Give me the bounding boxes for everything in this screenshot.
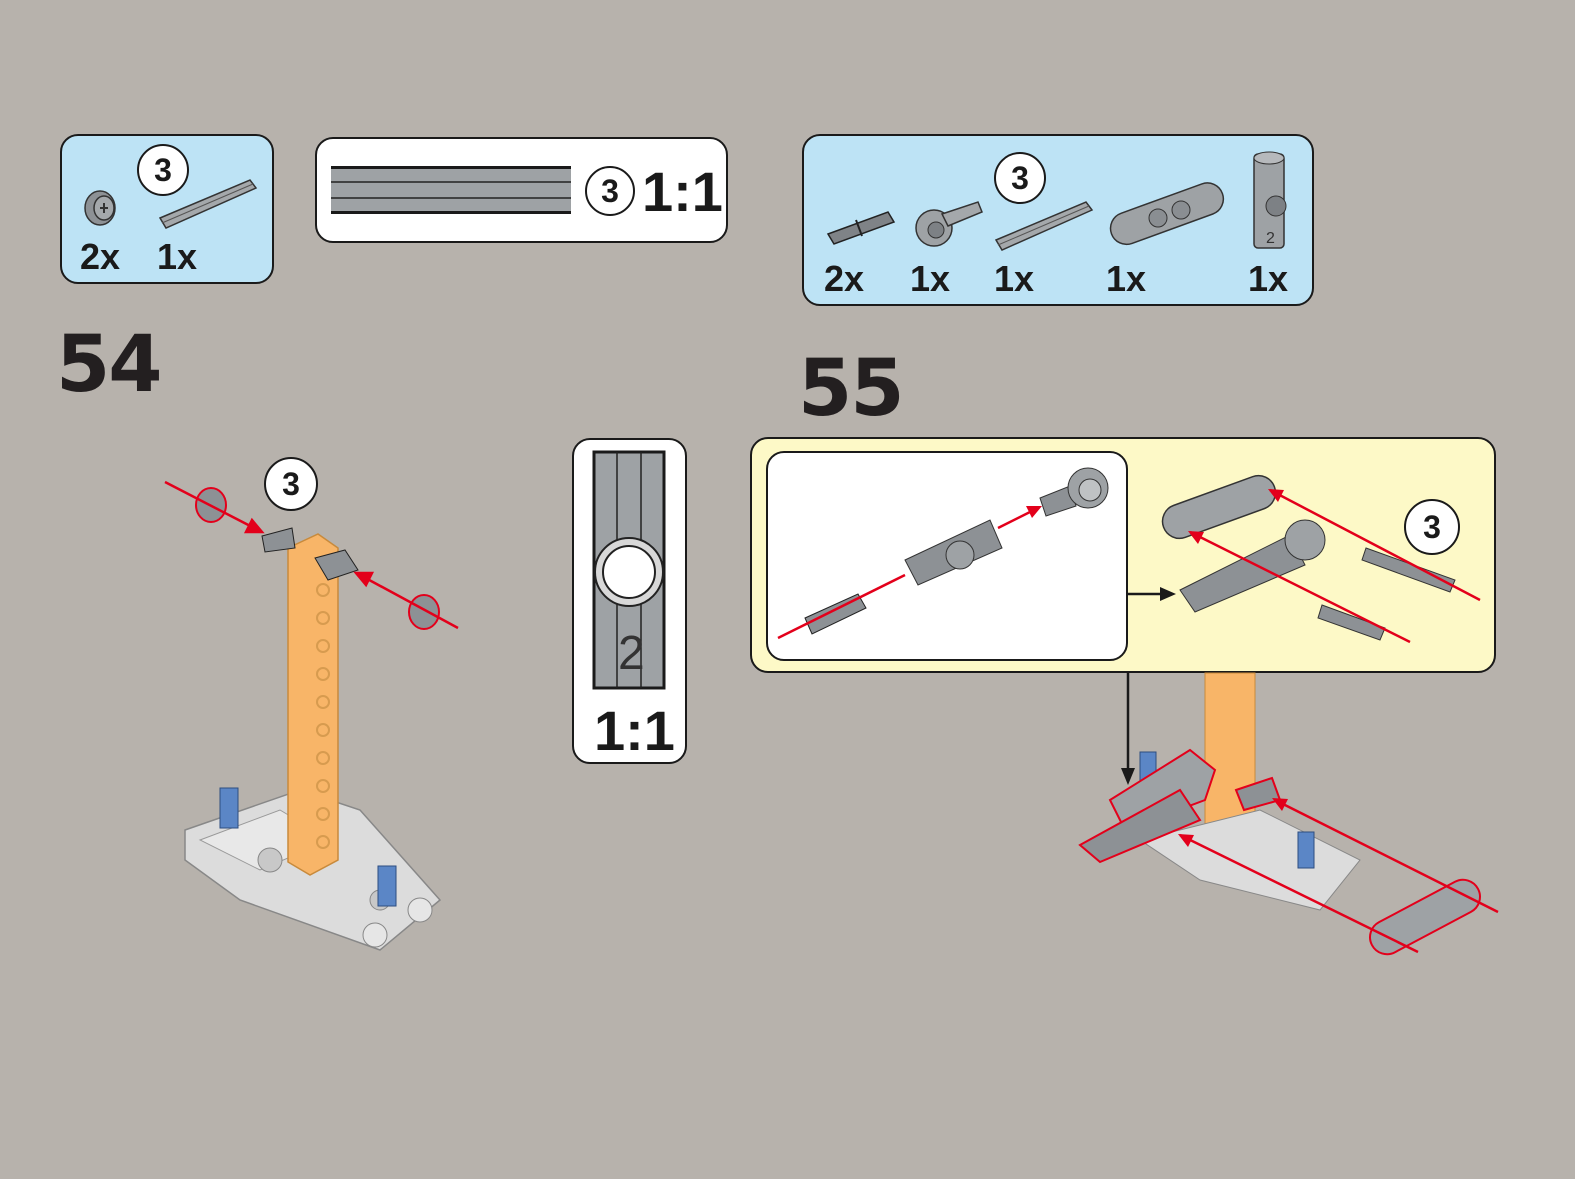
part-quantity: 1x [994,258,1035,299]
step55-model [1078,672,1499,956]
length-badge: 3 [137,144,189,196]
axle-scale-panel: 3 1:1 [315,137,728,243]
pin-scale-icon [592,450,666,690]
step-number-54: 54 [56,320,163,410]
length-badge: 3 [994,152,1046,204]
scale-label: 1:1 [642,160,723,223]
part-quantity: 1x [1248,258,1289,299]
length-badge: 3 [1404,499,1460,555]
length-badge: 3 [264,457,318,511]
subassembly-parts [777,467,1481,644]
svg-text:2: 2 [1266,230,1275,247]
axle-pin-icon [826,211,896,245]
axle-3-icon [994,201,1094,251]
orange-beam [287,533,339,876]
axle-pin-connector-icon [915,201,983,247]
bush-icon [84,190,116,226]
axle-3-icon [158,179,258,229]
part-quantity: 1x [157,236,198,277]
step54-parts-panel: 3 2x 1x [60,134,274,284]
bush-right [408,594,440,630]
step-number-55: 55 [798,344,905,434]
cross-block-icon: 2 [1253,151,1287,249]
scale-label: 1:1 [594,699,675,762]
step55-parts-panel: 3 2 2x 1x 1x 1x 1x [802,134,1314,306]
beam-3-icon [1109,182,1225,246]
part-quantity: 2x [824,258,865,299]
length-label: 2 [618,627,645,680]
pin-scale-panel: 2 1:1 [572,438,687,764]
part-quantity: 1x [910,258,951,299]
axle-3 [261,527,359,581]
axle-scale-icon [331,166,571,214]
blue-pin-icon [219,787,397,907]
part-quantity: 1x [1106,258,1147,299]
part-quantity: 2x [80,236,121,277]
arrow-icon [164,480,459,630]
length-badge: 3 [585,166,635,216]
